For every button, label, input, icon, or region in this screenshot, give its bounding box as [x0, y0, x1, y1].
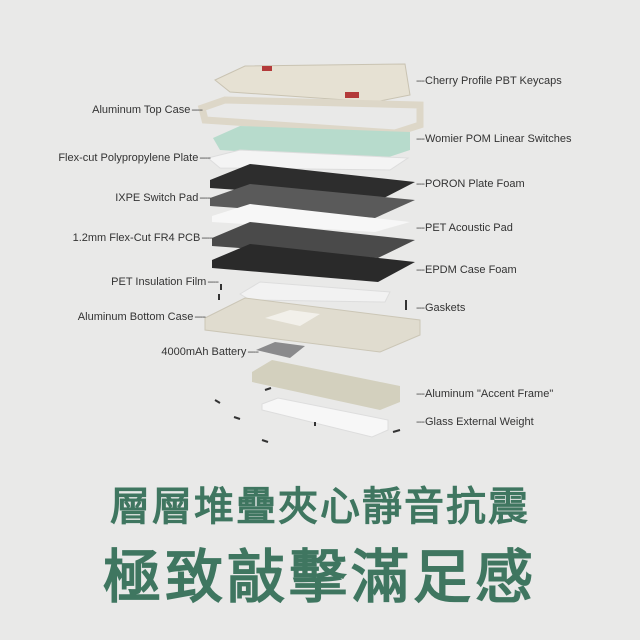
- layer-epdm-foam: [212, 244, 415, 282]
- label-battery: 4000mAh Battery: [161, 345, 258, 359]
- layer-keycaps: [214, 63, 411, 103]
- headline-line-2: 極致敲擊滿足感: [102, 543, 537, 611]
- label-epdm-case-foam: EPDM Case Foam: [416, 263, 517, 277]
- layer-battery: [256, 342, 305, 358]
- exploded-keyboard-diagram: [197, 63, 424, 443]
- label-poron-plate-foam: PORON Plate Foam: [416, 177, 525, 191]
- gaskets: [214, 284, 407, 443]
- label-aluminum-top-case: Aluminum Top Case: [92, 103, 202, 117]
- label-aluminum-bottom-case: Aluminum Bottom Case: [78, 310, 205, 324]
- label-glass-external-weight: Glass External Weight: [416, 415, 534, 429]
- layer-top-case: [197, 96, 424, 137]
- layer-glass-weight: [261, 397, 389, 438]
- layer-accent-frame: [252, 360, 400, 410]
- headline-line-1: 層層堆疊夾心靜音抗震: [110, 484, 530, 530]
- label-keycaps: Cherry Profile PBT Keycaps: [416, 74, 562, 88]
- label-gaskets: Gaskets: [416, 301, 465, 315]
- layer-pet-insulation: [239, 281, 391, 303]
- label-pet-acoustic-pad: PET Acoustic Pad: [416, 221, 513, 235]
- layer-bottom-case: [204, 297, 421, 353]
- label-ixpe-switch-pad: IXPE Switch Pad: [115, 191, 210, 205]
- label-accent-frame: Aluminum "Accent Frame": [416, 387, 553, 401]
- label-fr4-pcb: 1.2mm Flex-Cut FR4 PCB: [73, 231, 212, 245]
- label-polypropylene-plate: Flex-cut Polypropylene Plate: [58, 151, 210, 165]
- label-switches: Womier POM Linear Switches: [416, 132, 572, 146]
- label-pet-insulation-film: PET Insulation Film: [111, 275, 218, 289]
